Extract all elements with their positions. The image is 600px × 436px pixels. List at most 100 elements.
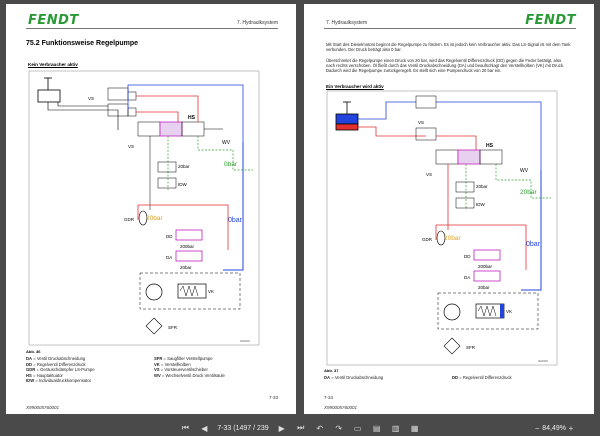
last-page-icon[interactable]: ⏭ (297, 423, 305, 432)
grid-view-icon[interactable]: ▦ (410, 423, 419, 433)
first-page-icon[interactable]: ⏮ (181, 423, 189, 432)
label-vk: VK (506, 309, 512, 314)
legend-entry: WV = Wechselventil Druck Ventilsäule (154, 372, 225, 378)
label-20bar-green: 20bar (520, 189, 537, 196)
label-vs-2: VS (426, 172, 432, 177)
page-number-field[interactable]: 7-33 (1497 / 239 (217, 424, 269, 432)
label-da: DA (464, 275, 470, 280)
adjusting-piston (177, 283, 207, 299)
label-20bar-da: 20bar (180, 265, 192, 270)
viewer-toolbar: ⏮ ◀ 7-33 (1497 / 239 ▶ ⏭ ↶ ↷ ▭ ▤ ▥ ▦ − 8… (0, 420, 600, 436)
label-sfr: SFR (466, 345, 476, 350)
legend-entry: GDR = Geräuschdämpfer LS-Pumpe (26, 367, 95, 373)
legend-entry: DD = Regelventil Differenzdruck (26, 361, 86, 367)
regulator-valves: DD 200bar DA 20bar (464, 249, 501, 290)
pump-icon (145, 283, 163, 301)
forward-icon[interactable]: ↷ (335, 423, 343, 433)
prev-page-icon[interactable]: ◀ (201, 423, 208, 433)
label-vs-1: VS (418, 120, 424, 125)
page-footer-code: X990005760001 (26, 405, 60, 410)
legend-entry: DA = Ventil Druckabschneidung (26, 356, 86, 361)
legend-entry: VS = Vorsteuerventilschieber (154, 367, 208, 373)
schematic-frame (28, 70, 260, 346)
label-dd: DD (166, 234, 173, 239)
legend-entry: VK = Verstellkolben (154, 361, 191, 367)
intro-paragraph-1: Mit Start des Dieselmotors beginnt die R… (326, 42, 571, 53)
header-rule (324, 28, 576, 29)
label-0bar-blue: 0bar (526, 241, 541, 248)
right-document-page: 7. Hydraulksystem FENDT Mit Start des Di… (304, 4, 594, 414)
page-number: 7-34 (324, 395, 334, 400)
zoom-out-icon[interactable]: − (534, 423, 540, 433)
accumulator-icon (436, 230, 446, 246)
label-hs: HS (188, 115, 196, 121)
figure-caption: Abb. 37 (324, 368, 339, 373)
zoom-control: − 84,49% + (532, 420, 576, 436)
zoom-in-icon[interactable]: + (568, 423, 574, 433)
label-da: DA (166, 255, 172, 260)
control-valve-block (415, 95, 503, 165)
single-page-view-icon[interactable]: ▭ (353, 423, 362, 433)
schematic-frame (326, 90, 558, 366)
fendt-logo: FENDT (28, 13, 79, 28)
label-dd: DD (464, 254, 471, 259)
label-vs-2: VS (128, 144, 134, 149)
legend-column-left: DA = Ventil Druckabschneidung DD = Regel… (26, 356, 95, 384)
page-footer-code: X990005760001 (324, 405, 358, 410)
hydraulic-schematic: WV HS VS VS 20bar 0bar IDW 20bar GDR 0ba… (28, 70, 260, 346)
legend-column-right: DD = Regelventil Differenzdruck (452, 375, 512, 381)
label-0bar-green: 0bar (224, 161, 238, 168)
diagram-subtitle: Kein Verbraucher aktiv (28, 62, 78, 67)
label-idw: IDW (178, 182, 188, 187)
hydraulic-schematic: WV HS VS VS 20bar 20bar IDW 20bar GDR 0b… (326, 90, 558, 366)
pump-icon (443, 303, 461, 321)
accumulator-icon (138, 210, 148, 226)
next-page-icon[interactable]: ▶ (278, 423, 285, 433)
label-hs: HS (486, 143, 494, 149)
cylinder-icon (37, 77, 61, 103)
label-gdr: GDR (124, 217, 135, 222)
filter-icon (443, 337, 461, 355)
left-document-page: FENDT 7. Hydraulksystem 75.2 Funktionswe… (6, 4, 296, 414)
regulator-valves: DD 200bar DA 20bar (166, 229, 203, 270)
cylinder-icon (335, 101, 359, 131)
label-0bar-blue: 0bar (228, 217, 243, 224)
intro-paragraph-2: Überschreitet die Regelpumpe einen Druck… (326, 58, 565, 74)
label-20bar-red: 20bar (146, 215, 163, 222)
label-20bar-red: 20bar (444, 235, 461, 242)
page-header-title: 7. Hydraulksystem (236, 20, 278, 26)
label-idw: IDW (476, 202, 486, 207)
legend-entry: IDW = Individualdruckkompensator (26, 378, 92, 384)
page-number: 7-33 (268, 395, 278, 400)
label-200bar: 200bar (478, 264, 493, 269)
header-rule (26, 28, 278, 29)
legend-column-right: SFR = Saugfilter Verstellpumpe VK = Vers… (154, 356, 225, 378)
fendt-logo: FENDT (525, 13, 576, 28)
continuous-view-icon[interactable]: ▤ (372, 423, 381, 433)
label-200bar: 200bar (180, 244, 195, 249)
figure-caption: Abb. 36 (26, 349, 41, 354)
label-20bar-da: 20bar (478, 285, 490, 290)
diagram-subtitle: Ein Verbraucher wird aktiv (326, 84, 384, 89)
label-gdr: GDR (422, 237, 433, 242)
label-20bar-top: 20bar (476, 184, 488, 189)
diagram-ref-id: 000000 (240, 339, 250, 343)
label-vk: VK (208, 289, 214, 294)
diagram-ref-id: 000000 (538, 359, 548, 363)
label-20bar-top: 20bar (178, 164, 190, 169)
legend-entry: SFR = Saugfilter Verstellpumpe (154, 356, 213, 361)
label-sfr: SFR (168, 325, 178, 330)
two-page-view-icon[interactable]: ▥ (391, 423, 400, 433)
back-icon[interactable]: ↶ (316, 423, 324, 433)
legend-entry: DA = Ventil Druckabschneidung (324, 375, 384, 380)
section-title: 75.2 Funktionsweise Regelpumpe (26, 40, 139, 47)
active-spool-section (159, 121, 183, 137)
zoom-level[interactable]: 84,49% (542, 424, 566, 432)
active-spool-section (457, 149, 481, 165)
legend-entry: HS = Hauptaktuator (26, 372, 63, 378)
legend-column-left: DA = Ventil Druckabschneidung (324, 375, 383, 381)
label-wv: WV (520, 168, 529, 174)
label-wv: WV (222, 140, 231, 146)
filter-icon (145, 317, 163, 335)
label-vs-1: VS (88, 96, 94, 101)
